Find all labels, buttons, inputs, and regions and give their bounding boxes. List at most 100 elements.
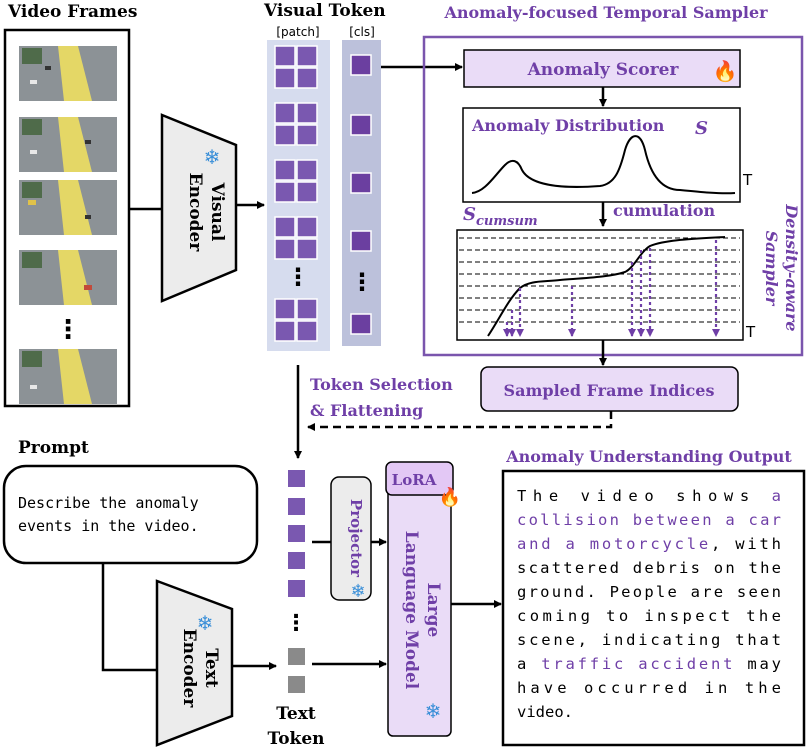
output-span: scattered debris on the xyxy=(517,559,781,577)
text-encoder-label-1: Text xyxy=(201,648,221,688)
patch-token xyxy=(296,216,318,238)
output-span: ground. People are seen xyxy=(517,583,781,601)
density-aware-label-2: Sampler xyxy=(762,231,781,307)
patch-token-grid xyxy=(274,216,318,260)
sampler-title: Anomaly-focused Temporal Sampler xyxy=(443,3,768,22)
cumsum-threshold-lines xyxy=(459,237,740,323)
anomaly-distribution-curve xyxy=(471,135,736,195)
sampling-arrows xyxy=(503,240,720,337)
patch-token xyxy=(274,181,296,203)
patch-token xyxy=(274,67,296,89)
video-frame-2 xyxy=(19,117,117,172)
token-ellipsis: ⋮ xyxy=(285,611,307,636)
sampled-frame-indices-box xyxy=(480,366,739,412)
output-line: coming to inspect the xyxy=(517,607,781,625)
visual-encoder-label-2: Encoder xyxy=(185,173,205,253)
text-token-label-2: Token xyxy=(268,729,325,749)
patch-token xyxy=(274,102,296,124)
cls-token xyxy=(350,230,372,252)
output-box xyxy=(501,469,806,747)
snowflake-icon: ❄ xyxy=(204,145,221,169)
s-cumsum-label: Scumsum xyxy=(463,204,538,229)
output-line: scattered debris on the xyxy=(517,559,781,577)
selected-visual-tokens xyxy=(288,470,305,597)
video-frame-4 xyxy=(19,250,117,305)
text-tokens xyxy=(288,648,305,693)
visual-token xyxy=(288,498,305,515)
cumsum-plot xyxy=(456,229,744,341)
patch-ellipsis: ⋮ xyxy=(286,263,310,291)
patch-token xyxy=(274,159,296,181)
video-frame-5 xyxy=(19,349,117,404)
density-aware-label-1: Density-aware xyxy=(782,203,801,331)
output-line: collision between a car xyxy=(517,511,781,529)
patch-token xyxy=(274,238,296,260)
t-axis-label-2: T xyxy=(745,323,756,341)
patch-token xyxy=(296,298,318,320)
prompt-line-1: Describe the anomaly xyxy=(18,494,199,512)
prompt-box xyxy=(2,464,259,565)
visual-encoder-label-1: Visual xyxy=(207,182,227,242)
sampled-frame-indices-label: Sampled Frame Indices xyxy=(504,381,715,400)
projector-label: Projector xyxy=(347,499,365,578)
cls-token xyxy=(350,114,372,136)
text-encoder-label-2: Encoder xyxy=(179,629,199,709)
t-axis-label-1: T xyxy=(742,171,753,189)
video-frame-1 xyxy=(19,46,117,101)
fire-icon: 🔥 xyxy=(713,59,738,83)
text-encoder xyxy=(155,579,234,747)
lora-box xyxy=(385,461,454,496)
prompt-title: Prompt xyxy=(18,438,89,458)
cls-label: [cls] xyxy=(349,25,375,39)
visual-encoder xyxy=(160,113,238,303)
cls-ellipsis: ⋮ xyxy=(350,268,374,296)
patch-label: [patch] xyxy=(276,25,319,39)
output-span: coming to inspect the xyxy=(517,607,781,625)
visual-token xyxy=(288,552,305,569)
patch-token-grid xyxy=(274,102,318,146)
patch-token xyxy=(274,124,296,146)
patch-token-grid xyxy=(274,298,318,342)
visual-token xyxy=(288,525,305,542)
highlighted-span: a xyxy=(772,487,781,505)
snowflake-icon: ❄ xyxy=(197,611,214,635)
output-line: video. xyxy=(517,703,573,721)
video-frames-title: Video Frames xyxy=(7,2,137,22)
llm-label-1: Large xyxy=(423,583,443,638)
s-symbol: S xyxy=(695,118,708,139)
flattening-label: & Flattening xyxy=(310,401,423,420)
video-frame-3 xyxy=(19,180,117,235)
patch-token xyxy=(274,45,296,67)
anomaly-scorer-label: Anomaly Scorer xyxy=(527,60,680,80)
temporal-sampler-panel xyxy=(422,35,804,357)
cls-token xyxy=(350,54,372,76)
highlighted-span: collision between a car xyxy=(517,511,781,529)
patch-token xyxy=(296,45,318,67)
patch-token xyxy=(296,102,318,124)
output-line: The video shows a xyxy=(517,487,781,505)
selection-feedback-arrow xyxy=(307,411,613,431)
anomaly-distribution-label: Anomaly Distribution xyxy=(471,116,665,135)
snowflake-icon: ❄ xyxy=(350,581,365,602)
text-token-label-1: Text xyxy=(276,704,316,724)
patch-token xyxy=(274,298,296,320)
fire-icon: 🔥 xyxy=(439,486,461,508)
cls-token xyxy=(350,172,372,194)
lora-label: LoRA xyxy=(392,471,437,489)
visual-token xyxy=(288,580,305,597)
patch-token xyxy=(296,181,318,203)
patch-token xyxy=(296,159,318,181)
cls-token xyxy=(350,313,372,335)
patch-token xyxy=(274,320,296,342)
output-span: video. xyxy=(517,703,573,721)
visual-token xyxy=(288,470,305,487)
projector-box xyxy=(330,476,372,601)
snowflake-icon: ❄ xyxy=(425,699,442,723)
patch-token xyxy=(274,216,296,238)
patch-token xyxy=(296,320,318,342)
patch-token-grid xyxy=(274,45,318,89)
frames-ellipsis: ⋮ xyxy=(55,315,81,345)
patch-token xyxy=(296,238,318,260)
llm-label-2: Language Model xyxy=(401,531,421,690)
